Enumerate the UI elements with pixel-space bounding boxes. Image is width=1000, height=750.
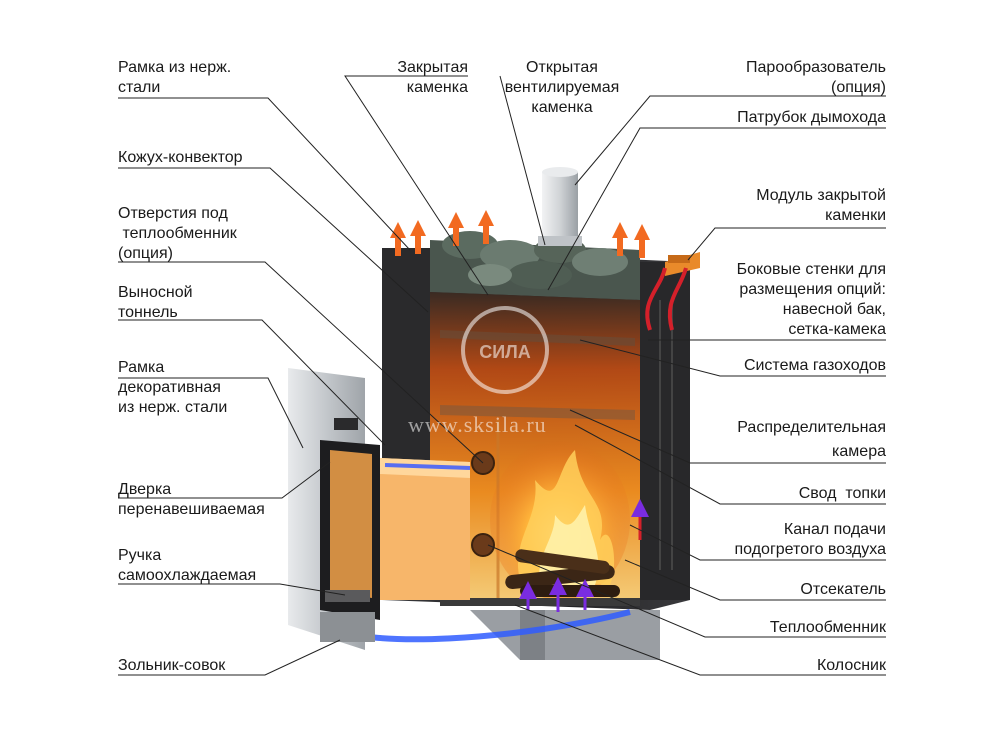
leader-steam-generator [574,95,886,186]
label-ash-pan: Зольник-совок [118,657,226,674]
stones-chamber [430,231,640,300]
label-heat-exchanger: Теплообменник [769,619,886,636]
leader-hex-holes [118,261,484,464]
warm-air-arrows [519,499,649,612]
label-cutoff: Отсекатель [800,581,886,598]
leader-warm-air [629,524,886,561]
label-distribution-chamber: Распределительная камера [737,419,886,460]
label-open-stones: Открытая вентилируемая каменка [504,59,620,116]
label-closed-stones: Закрытая каменка [397,59,468,96]
watermark: www.sksila.ru [408,412,547,437]
leader-closed-stones [344,75,489,296]
label-warm-air-channel: Канал подачи подогретого воздуха [734,521,887,558]
leader-frame-steel [118,97,411,251]
label-side-walls: Боковые стенки для размещения опций: нав… [736,261,886,338]
remote-tunnel [288,368,631,650]
sila-logo: СИЛА [461,306,549,394]
label-heat-exchanger-holes: Отверстия под теплообменник (опция) [118,205,237,262]
leader-closed-module [687,227,886,261]
heat-arrows [390,210,688,331]
label-convector-casing: Кожух-конвектор [118,149,243,166]
leader-chimney-pipe [547,127,886,291]
leader-cutoff [624,559,886,601]
stove-base [470,610,660,660]
closed-stones-module [665,252,700,276]
leader-gas-ducts [579,339,886,377]
svg-text:СИЛА: СИЛА [479,342,531,362]
label-chimney-pipe: Патрубок дымохода [737,109,886,126]
label-gas-duct-system: Система газоходов [743,357,886,374]
leader-ash-pan [118,639,341,676]
leader-door [118,461,331,499]
label-handle: Ручка самоохлаждаемая [118,547,257,584]
leader-furnace-vault [574,424,886,505]
label-grate: Колосник [816,657,886,674]
grate-bar [440,598,640,606]
ash-pan [320,612,375,642]
label-door: Дверка перенавешиваемая [118,481,265,518]
label-decor-frame: Рамка декоративная из нерж. стали [118,359,228,416]
leader-handle [118,583,346,596]
handle-bar [325,590,370,602]
chimney-pipe [538,167,582,246]
hole-lower [471,533,495,557]
label-furnace-vault: Свод топки [798,485,886,502]
leader-grate [514,604,886,676]
firebox [430,292,640,606]
label-remote-tunnel: Выносной тоннель [118,284,193,321]
leader-distribution [569,409,886,464]
label-frame-steel: Рамка из нерж. стали [118,59,232,96]
leader-remote-tunnel [118,319,386,446]
label-steam-generator: Парообразователь (опция) [746,59,886,96]
leader-lines [118,75,886,676]
leader-decor-frame [118,377,304,449]
label-closed-stones-module: Модуль закрытой каменки [756,187,886,224]
leader-open-stones [499,75,546,246]
leader-convector-casing [118,167,429,313]
leader-heat-exchanger [487,544,886,638]
